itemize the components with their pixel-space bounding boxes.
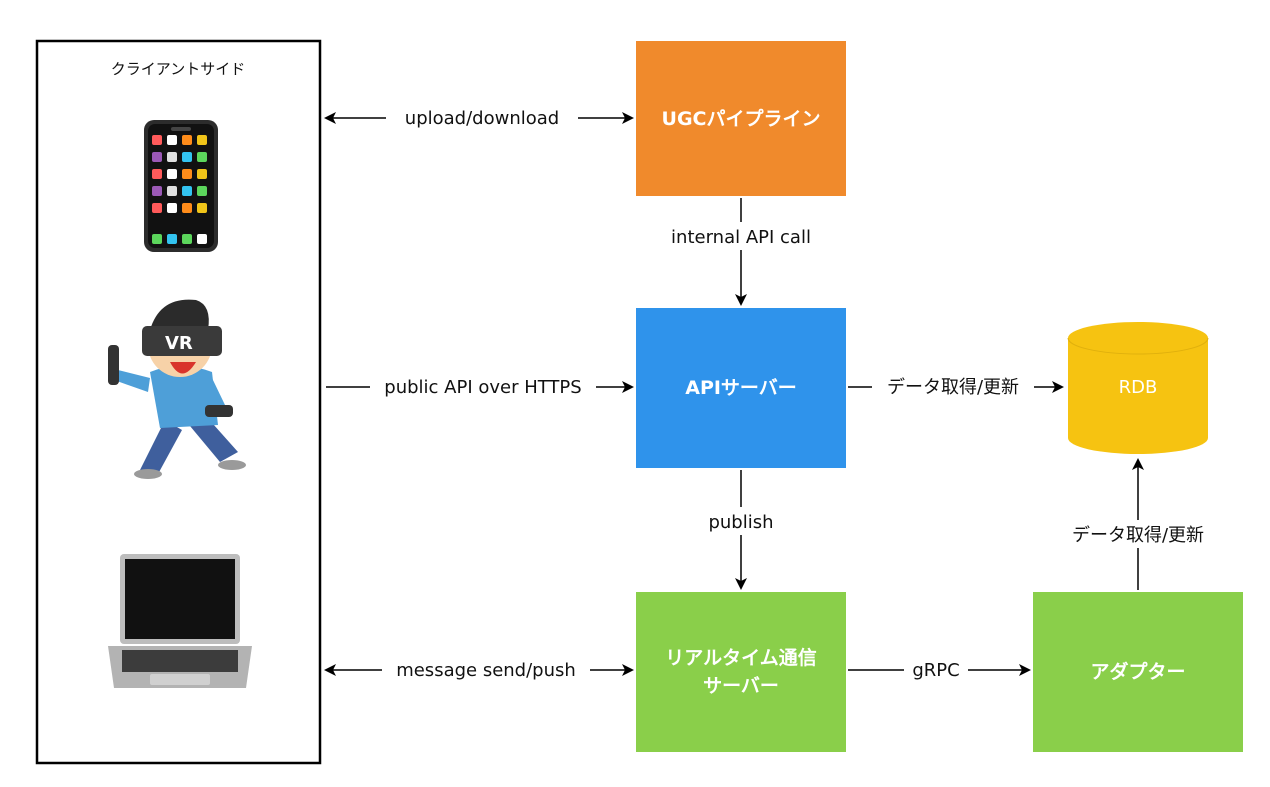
realtime-server-box [636,592,846,752]
phone-app-tile [182,203,192,213]
edge-label-public-api: public API over HTTPS [384,377,581,398]
laptop-icon [108,554,252,688]
edge-label-message-send: message send/push [396,660,576,681]
phone-app-tile [167,169,177,179]
phone-dock-tile [182,234,192,244]
phone-app-tile [152,203,162,213]
adapter-box [1033,592,1243,752]
rdb-label: RDB [1119,377,1158,398]
phone-app-tile [152,186,162,196]
phone-app-tile [167,203,177,213]
edge-publish: publish [700,470,782,590]
edge-internal-api-call: internal API call [658,198,824,306]
edge-label-data-update-api: データ取得/更新 [887,377,1019,398]
edge-label-publish: publish [708,512,773,533]
edge-api-to-rdb: データ取得/更新 [848,373,1064,401]
edge-upload-download: upload/download [324,104,634,132]
phone-dock-tile [152,234,162,244]
smartphone-icon [144,120,218,252]
phone-app-tile [167,152,177,162]
phone-app-tile [152,152,162,162]
client-side-title: クライアントサイド [111,60,245,78]
api-server-node: APIサーバー [636,308,846,468]
adapter-label: アダプター [1090,660,1185,683]
phone-dock-tile [167,234,177,244]
edge-label-internal-api-call: internal API call [671,227,811,248]
edge-adapter-to-rdb: データ取得/更新 [1056,458,1220,590]
adapter-node: アダプター [1033,592,1243,752]
api-server-box [636,308,846,468]
api-server-label: APIサーバー [685,377,797,399]
phone-app-tile [197,135,207,145]
realtime-server-node: リアルタイム通信 サーバー [636,592,846,752]
edge-public-api: public API over HTTPS [326,373,634,401]
phone-app-tile [197,169,207,179]
ugc-pipeline-node: UGCパイプライン [636,41,846,196]
phone-app-tile [182,169,192,179]
rdb-node: RDB [1067,322,1209,454]
phone-app-tile [182,152,192,162]
phone-app-tile [197,203,207,213]
phone-app-tile [182,186,192,196]
ugc-pipeline-label: UGCパイプライン [662,107,821,130]
phone-app-tile [197,152,207,162]
edge-label-grpc: gRPC [912,660,959,681]
edge-label-data-update-adapter: データ取得/更新 [1072,525,1204,546]
realtime-server-label-line1: リアルタイム通信 [665,646,816,669]
phone-app-tile [182,135,192,145]
phone-app-tile [167,135,177,145]
ugc-pipeline-box [636,41,846,196]
phone-app-tile [167,186,177,196]
edge-label-upload-download: upload/download [405,108,559,129]
phone-app-tile [152,169,162,179]
phone-dock-tile [197,234,207,244]
vr-user-icon: VR [108,299,246,479]
edge-message-send: message send/push [324,656,634,684]
svg-text:VR: VR [165,333,193,354]
realtime-server-label-line2: サーバー [703,675,779,697]
edge-grpc: gRPC [848,656,1031,684]
phone-app-tile [152,135,162,145]
phone-app-tile [197,186,207,196]
